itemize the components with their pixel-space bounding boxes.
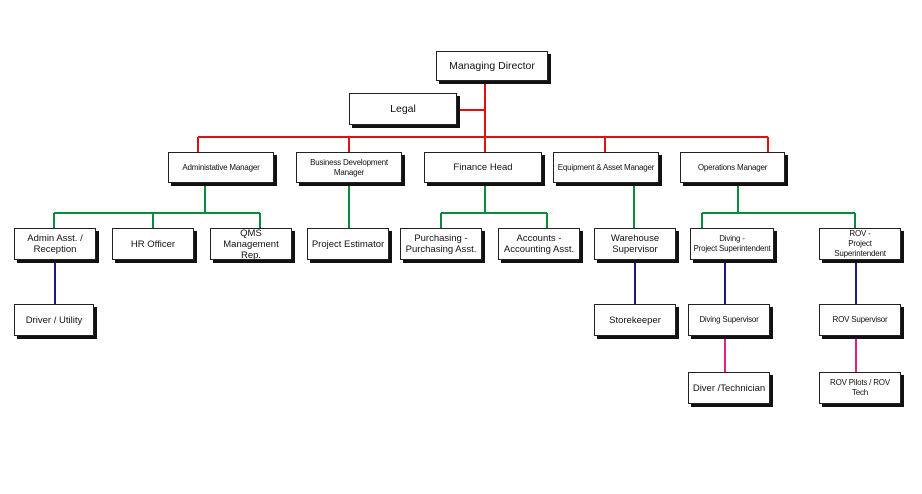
managing-director-box[interactable]: Managing Director bbox=[436, 51, 548, 81]
level3-connectors bbox=[54, 260, 857, 304]
admin-asst-box[interactable]: Admin Asst. / Reception bbox=[14, 228, 96, 260]
equipment-manager-box[interactable]: Equipment & Asset Manager bbox=[553, 152, 659, 183]
accounts-box[interactable]: Accounts - Accounting Asst. bbox=[498, 228, 580, 260]
level1-connectors bbox=[197, 82, 769, 152]
qms-rep-box[interactable]: QMS Management Rep. bbox=[210, 228, 292, 261]
hr-officer-box[interactable]: HR Officer bbox=[112, 228, 194, 260]
diving-supervisor-box[interactable]: Diving Supervisor bbox=[688, 304, 770, 336]
rov-superintendent-box[interactable]: ROV - Project Superintendent bbox=[819, 228, 901, 260]
business-dev-manager-box[interactable]: Business Development Manager bbox=[296, 152, 402, 183]
project-estimator-box[interactable]: Project Estimator bbox=[307, 228, 389, 260]
purchasing-box[interactable]: Purchasing - Purchasing Asst. bbox=[400, 228, 482, 260]
rov-pilots-box[interactable]: ROV Pilots / ROV Tech bbox=[819, 372, 901, 404]
level4-connectors bbox=[724, 336, 857, 372]
finance-head-box[interactable]: Finance Head bbox=[424, 152, 542, 183]
warehouse-supervisor-box[interactable]: Warehouse Supervisor bbox=[594, 228, 676, 260]
admin-manager-box[interactable]: Administative Manager bbox=[168, 152, 274, 183]
diver-technician-box[interactable]: Diver /Technician bbox=[688, 372, 770, 404]
rov-supervisor-box[interactable]: ROV Supervisor bbox=[819, 304, 901, 336]
operations-manager-box[interactable]: Operations Manager bbox=[680, 152, 785, 183]
diving-superintendent-box[interactable]: Diving - Project Superintendent bbox=[690, 228, 774, 260]
storekeeper-box[interactable]: Storekeeper bbox=[594, 304, 676, 336]
level2-connectors bbox=[53, 184, 856, 228]
driver-utility-box[interactable]: Driver / Utility bbox=[14, 304, 94, 336]
legal-box[interactable]: Legal bbox=[349, 93, 457, 125]
